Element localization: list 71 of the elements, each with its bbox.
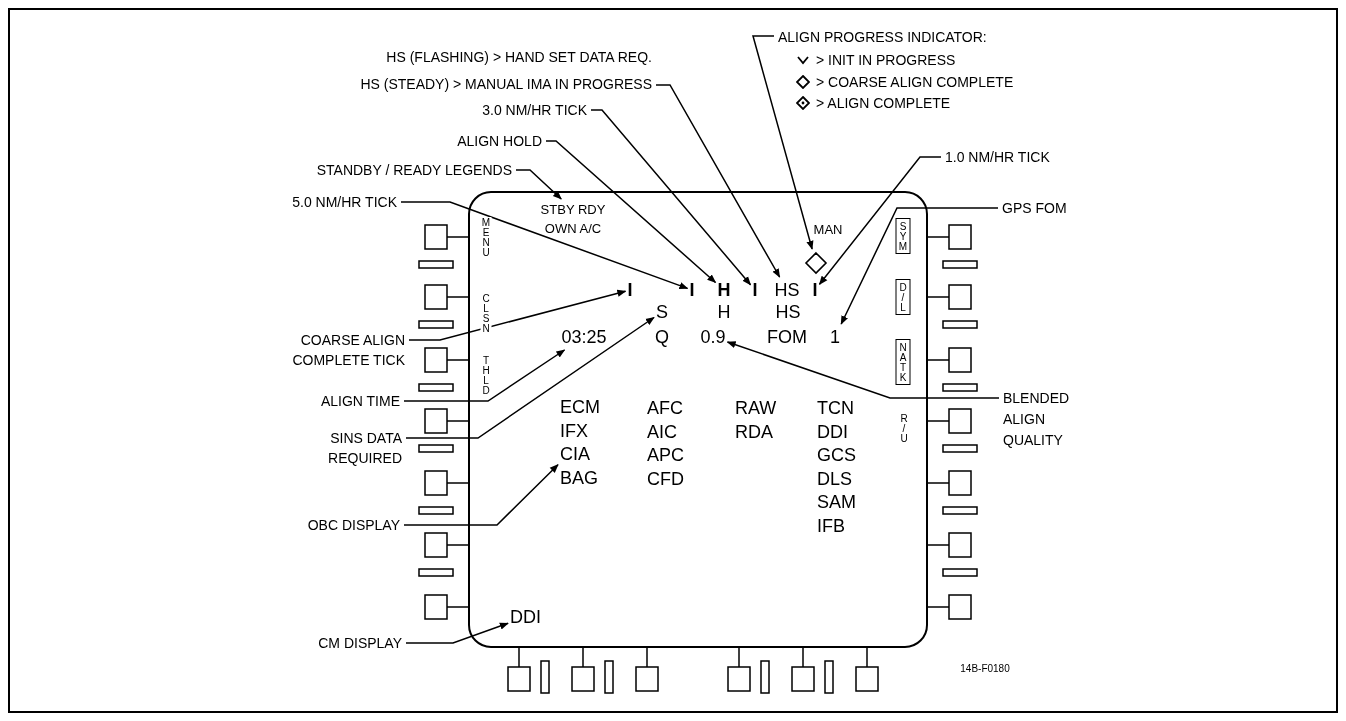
callout-text: OBC DISPLAY [307,515,400,535]
quality-readout: 0.9 [700,326,726,348]
softkey-label: THLD [480,355,492,395]
legend-text: > COARSE ALIGN COMPLETE [816,72,1014,92]
leader-line [655,84,781,278]
leader-line [403,349,566,402]
softkey-label: MENU [480,217,492,257]
display-text: RDA [735,420,773,443]
leader-line [590,109,752,286]
tick-mark: I [627,279,633,301]
tick-mark: I [752,279,758,301]
callout-text: 5.0 NM/HR TICK [292,192,397,212]
code-list: ECM IFX CIA BAG [560,396,600,490]
softkey-label: SYM [895,218,911,254]
time-readout: 03:25 [561,326,607,348]
softkey-label: CLSN [480,293,492,333]
align-diamond-symbol [804,251,828,275]
callout-text: STANDBY / READY LEGENDS [316,160,512,180]
display-text: FOM [767,326,807,348]
leader-line [840,207,999,325]
display-text: DLS [817,467,852,490]
display-legend: STBY RDY [540,201,606,219]
leader-line [405,622,509,644]
display-legend: DDI [510,606,541,628]
callout-text: CM DISPLAY [318,633,402,653]
leader-line [726,341,1000,399]
status-letter: H [717,279,731,301]
display-text: AIC [647,420,677,443]
leader-line [403,463,559,526]
fom-readout: 1 [830,326,840,348]
softkey-label: R/U [898,413,910,443]
callout-text: ALIGN TIME [320,391,400,411]
display-text: APC [647,444,684,466]
display-text: DDI [817,420,848,443]
legend-text: > INIT IN PROGRESS [816,51,956,70]
callout-text: 3.0 NM/HR TICK [482,100,587,120]
leader-line [400,201,689,290]
display-text: SAM [817,491,856,513]
tick-mark: I [689,279,695,301]
callout-text: ALIGN HOLD [457,131,542,151]
callout-text: HS (FLASHING) > HAND SET DATA REQ. HS (STEADY) > MANUAL IMA IN PROGRESS [360,44,652,98]
callout-text: 1.0 NM/HR TICK [945,147,1050,167]
leader-line [408,289,627,341]
softkey-label: NATK [895,339,911,385]
display-text: H [717,301,731,323]
leader-line [545,140,717,284]
leader-line [515,169,562,200]
callout-text: BLENDED ALIGN QUALITY [1003,387,1083,451]
display-text: HS [775,301,801,323]
softkey-label: D/L [895,279,911,315]
status-letter: HS [774,279,800,301]
display-text: CFD [647,467,684,490]
tick-mark: I [812,279,818,301]
display-text: Q [655,326,669,348]
display-text: RAW [735,397,777,419]
legend-text: > ALIGN COMPLETE [816,94,951,113]
callout-text: ALIGN PROGRESS INDICATOR: [778,27,987,47]
display-text: OWN A/C [544,220,602,238]
callout-text: COARSE ALIGN COMPLETE TICK [275,330,405,370]
figure-number: 14B-F0180 [960,662,1010,674]
display-text: GCS [817,444,856,466]
display-text: TCN [817,397,854,419]
leader-line [818,156,942,286]
leader-line [752,35,814,250]
display-text: IFB [817,514,845,537]
display-text: AFC [647,397,683,419]
display-text: MAN [813,221,843,239]
status-letter: S [656,301,668,323]
callout-text: SINS DATA REQUIRED [322,428,402,468]
leader-line [405,316,655,439]
callout-text: GPS FOM [1002,198,1067,218]
